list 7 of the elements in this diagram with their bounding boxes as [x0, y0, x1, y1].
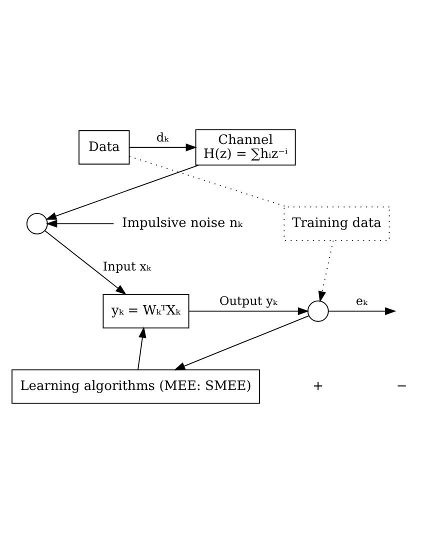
node-text: Impulsive noise nₖ: [122, 216, 242, 232]
label: +: [312, 378, 324, 394]
edge-label: Input xₖ: [102, 260, 151, 274]
edge-label: Output yₖ: [219, 294, 278, 308]
edge-label: eₖ: [356, 294, 368, 308]
edge-label: dₖ: [156, 130, 169, 144]
label: −: [396, 378, 408, 394]
